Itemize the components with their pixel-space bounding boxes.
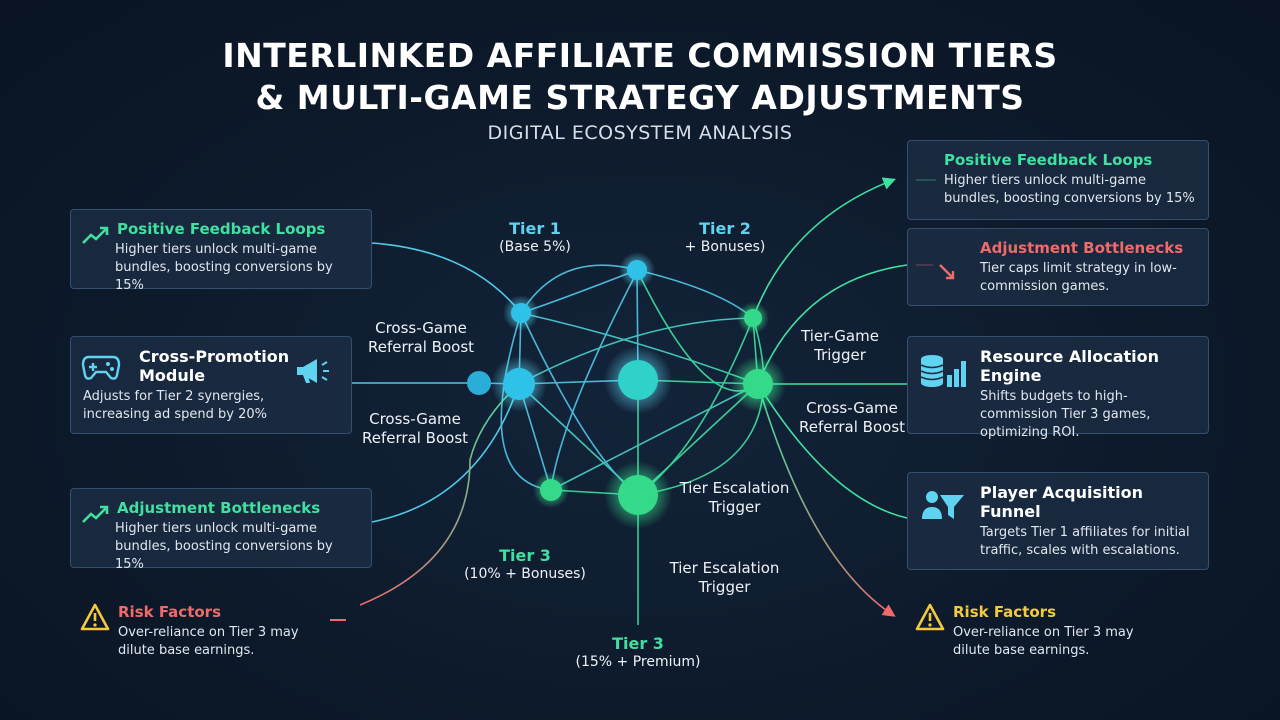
- cross-promo-title: Cross-Promotion Module: [139, 347, 290, 385]
- node-lower-left: [540, 479, 562, 501]
- title-line-2: & MULTI-GAME STRATEGY ADJUSTMENTS: [255, 78, 1025, 117]
- label-escalation-1: Tier Escalation Trigger: [679, 479, 790, 516]
- right-card-feedback: Positive Feedback Loops Higher tiers unl…: [907, 140, 1209, 220]
- coin-stack-icon: [920, 355, 966, 387]
- right-bottlenecks-body: Tier caps limit strategy in low-commissi…: [980, 261, 1177, 294]
- megaphone-icon: [297, 359, 329, 383]
- connector-left-bottleneck: [371, 383, 520, 523]
- tier2-detail: + Bonuses): [684, 239, 766, 255]
- left-card-bottlenecks: Adjustment Bottlenecks Higher tiers unlo…: [70, 488, 372, 572]
- edge-diag-1: [550, 383, 759, 491]
- title-line-1: INTERLINKED AFFILIATE COMMISSION TIERS: [222, 36, 1058, 75]
- tier3-bottom-detail: (15% + Premium): [575, 654, 701, 670]
- label-cross-game-3: Cross-Game Referral Boost: [798, 399, 906, 436]
- right-feedback-body: Higher tiers unlock multi-game bundles, …: [944, 173, 1195, 206]
- right-risk-title: Risk Factors: [953, 603, 1057, 621]
- warning-icon: [80, 603, 110, 631]
- node-upper-right: [744, 309, 762, 327]
- connector-left-feedback: [371, 242, 522, 314]
- tier1-detail: (Base 5%): [499, 239, 571, 255]
- gamepad-icon: [81, 355, 121, 380]
- node-top: [627, 260, 647, 280]
- connector-left-risk: [359, 383, 520, 606]
- right-risk-block: Risk Factors Over-reliance on Tier 3 may…: [915, 603, 1165, 660]
- funnel-title: Player Acquisition Funnel: [980, 483, 1143, 521]
- connector-right-feedback: [752, 177, 896, 319]
- tier2-name: Tier 2: [699, 219, 751, 238]
- left-feedback-title: Positive Feedback Loops: [117, 220, 326, 238]
- left-bottlenecks-title: Adjustment Bottlenecks: [117, 499, 321, 517]
- label-escalation-2: Tier Escalation Trigger: [669, 559, 780, 596]
- resource-title: Resource Allocation Engine: [980, 347, 1160, 385]
- label-tier2: Tier 2 + Bonuses): [660, 219, 790, 257]
- label-tier3-left: Tier 3 (10% + Bonuses): [455, 546, 595, 584]
- node-bottom: [618, 475, 658, 515]
- right-card-funnel: Player Acquisition Funnel Targets Tier 1…: [907, 472, 1209, 570]
- tier3-left-name: Tier 3: [499, 546, 551, 565]
- tier3-left-detail: (10% + Bonuses): [464, 566, 586, 582]
- label-tier1: Tier 1 (Base 5%): [470, 219, 600, 257]
- right-bottlenecks-title: Adjustment Bottlenecks: [980, 239, 1184, 257]
- right-feedback-title: Positive Feedback Loops: [944, 151, 1153, 169]
- left-risk-body: Over-reliance on Tier 3 may dilute base …: [118, 625, 299, 658]
- edge-right-arc: [637, 317, 765, 496]
- warning-icon: [915, 603, 945, 631]
- edge-top-right: [636, 269, 754, 319]
- left-card-feedback: Positive Feedback Loops Higher tiers unl…: [70, 209, 372, 293]
- node-center: [618, 360, 658, 400]
- funnel-body: Targets Tier 1 affiliates for initial tr…: [980, 525, 1190, 558]
- edge-left-arc: [500, 312, 552, 491]
- subtitle: DIGITAL ECOSYSTEM ANALYSIS: [487, 122, 793, 144]
- connector-right-risk: [757, 383, 896, 617]
- node-small-left: [467, 371, 491, 395]
- label-cross-game-2: Cross-Game Referral Boost: [361, 410, 469, 447]
- trend-up-icon: [82, 505, 109, 523]
- trend-down-icon: [939, 264, 955, 280]
- right-card-bottlenecks: Adjustment Bottlenecks Tier caps limit s…: [907, 228, 1209, 306]
- cross-promo-body: Adjusts for Tier 2 synergies, increasing…: [83, 389, 267, 422]
- funnel-users-icon: [922, 491, 964, 519]
- left-feedback-body: Higher tiers unlock multi-game bundles, …: [115, 242, 333, 293]
- label-tier-game-trigger: Tier-Game Trigger: [801, 327, 879, 364]
- label-tier3-bottom: Tier 3 (15% + Premium): [568, 634, 708, 672]
- node-upper-left: [511, 303, 531, 323]
- resource-body: Shifts budgets to high-commission Tier 3…: [980, 389, 1151, 440]
- connector-right-bottleneck: [757, 264, 908, 385]
- left-bottlenecks-body: Higher tiers unlock multi-game bundles, …: [115, 521, 333, 572]
- tier1-name: Tier 1: [509, 219, 561, 238]
- left-risk-title: Risk Factors: [118, 603, 222, 621]
- node-right: [743, 369, 773, 399]
- label-cross-game-1: Cross-Game Referral Boost: [367, 319, 475, 356]
- tier3-bottom-name: Tier 3: [612, 634, 664, 653]
- node-left: [503, 368, 535, 400]
- left-card-cross-promo: Cross-Promotion Module Adjusts for Tier …: [70, 336, 352, 434]
- left-risk-block: Risk Factors Over-reliance on Tier 3 may…: [80, 603, 330, 660]
- right-card-resource: Resource Allocation Engine Shifts budget…: [907, 336, 1209, 440]
- right-risk-body: Over-reliance on Tier 3 may dilute base …: [953, 625, 1134, 658]
- connector-right-funnel: [757, 383, 908, 519]
- trend-up-icon: [82, 226, 109, 244]
- edge-arc-1: [550, 269, 639, 491]
